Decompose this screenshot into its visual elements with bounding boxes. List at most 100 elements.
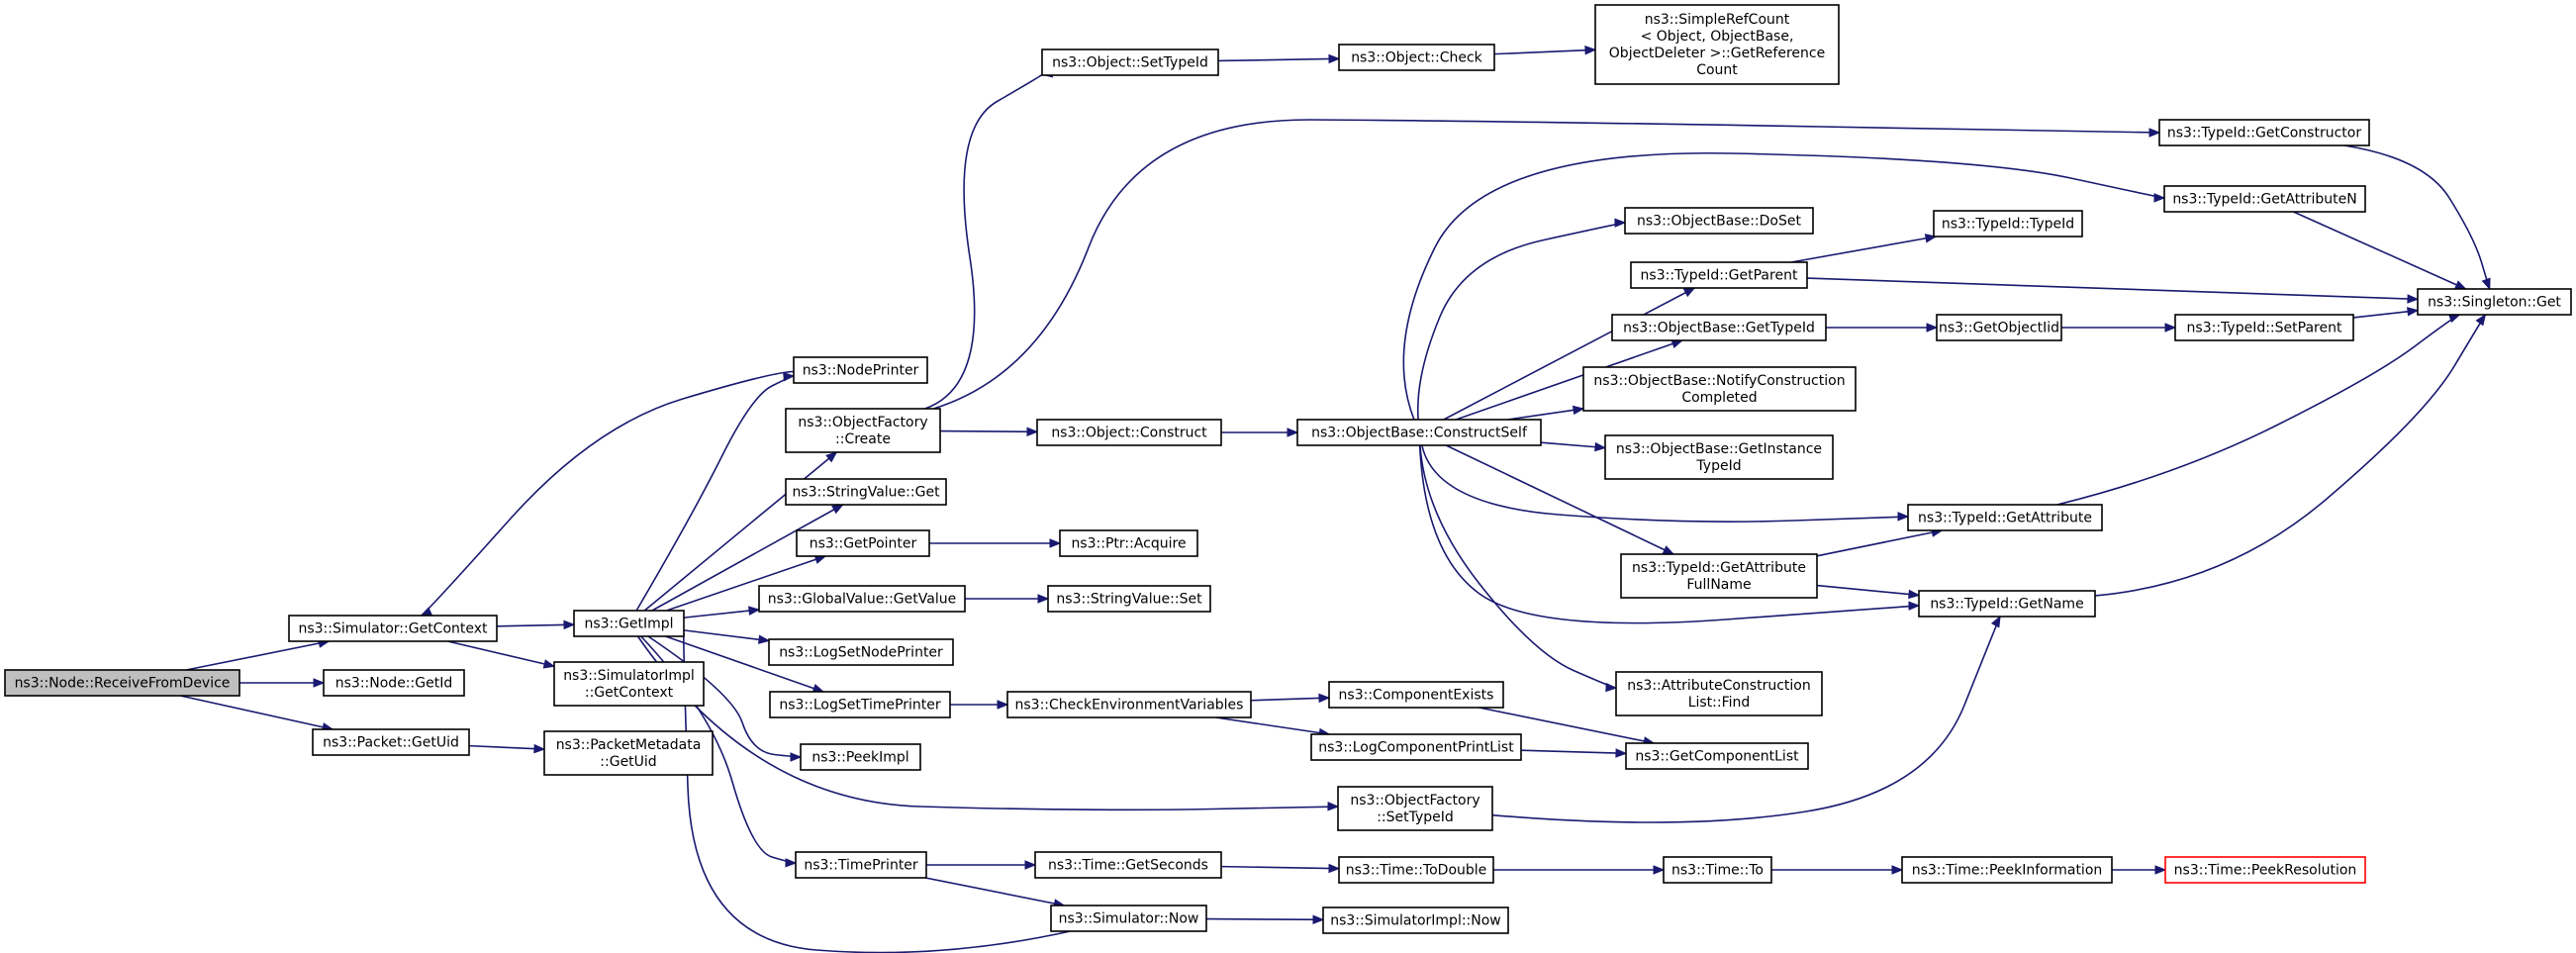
node-peekinfo[interactable]: ns3::Time::PeekInformation — [1901, 856, 2113, 884]
node-box[interactable] — [1604, 434, 1834, 480]
node-box[interactable] — [2174, 314, 2354, 341]
node-getobjectiid[interactable]: ns3::GetObjectIid — [1936, 314, 2062, 341]
node-simctx[interactable]: ns3::Simulator::GetContext — [288, 615, 498, 642]
node-box[interactable] — [1338, 856, 1494, 884]
node-box[interactable] — [1611, 314, 1827, 341]
node-box[interactable] — [793, 356, 928, 384]
node-getparent[interactable]: ns3::TypeId::GetParent — [1630, 261, 1808, 289]
node-receive[interactable]: ns3::Node::ReceiveFromDevice — [4, 669, 240, 697]
node-box[interactable] — [1041, 48, 1219, 76]
node-box[interactable] — [1630, 261, 1808, 289]
node-compexists[interactable]: ns3::ComponentExists — [1328, 681, 1504, 709]
node-box[interactable] — [2164, 856, 2366, 884]
node-box[interactable] — [769, 691, 951, 718]
node-box[interactable] — [1582, 366, 1857, 412]
node-box[interactable] — [1050, 905, 1207, 932]
node-constructself[interactable]: ns3::ObjectBase::ConstructSelf — [1296, 419, 1542, 446]
node-getimpl[interactable]: ns3::GetImpl — [573, 610, 685, 637]
node-box[interactable] — [1059, 529, 1198, 557]
node-box[interactable] — [2158, 119, 2370, 146]
node-box[interactable] — [543, 730, 714, 776]
node-box[interactable] — [1034, 851, 1222, 879]
node-simimplctx[interactable]: ns3::SimulatorImpl::GetContext — [553, 661, 705, 707]
node-nodeprinter[interactable]: ns3::NodePrinter — [793, 356, 928, 384]
node-box[interactable] — [1310, 733, 1522, 761]
node-objcheck[interactable]: ns3::Object::Check — [1338, 44, 1495, 71]
node-singletonget[interactable]: ns3::Singleton::Get — [2417, 288, 2572, 316]
node-strvalset[interactable]: ns3::StringValue::Set — [1047, 585, 1211, 613]
node-getpointer[interactable]: ns3::GetPointer — [796, 529, 930, 557]
node-objfactcreate[interactable]: ns3::ObjectFactory::Create — [785, 408, 941, 453]
node-box[interactable] — [1322, 906, 1509, 934]
node-nodeid[interactable]: ns3::Node::GetId — [323, 669, 465, 697]
node-logsettime[interactable]: ns3::LogSetTimePrinter — [769, 691, 951, 718]
node-logcompprint[interactable]: ns3::LogComponentPrintList — [1310, 733, 1522, 761]
node-box[interactable] — [1907, 504, 2103, 531]
node-pktmeta[interactable]: ns3::PacketMetadata::GetUid — [543, 730, 714, 776]
node-getname[interactable]: ns3::TypeId::GetName — [1918, 590, 2096, 618]
node-box[interactable] — [1933, 210, 2083, 238]
node-box[interactable] — [768, 638, 954, 666]
node-objfactset[interactable]: ns3::ObjectFactory::SetTypeId — [1337, 786, 1493, 831]
node-box[interactable] — [1918, 590, 2096, 618]
node-box[interactable] — [1624, 207, 1814, 235]
node-box[interactable] — [1338, 44, 1495, 71]
node-box[interactable] — [2417, 288, 2572, 316]
node-getattribute[interactable]: ns3::TypeId::GetAttribute — [1907, 504, 2103, 531]
node-box[interactable] — [4, 669, 240, 697]
node-box[interactable] — [795, 851, 927, 879]
node-doset[interactable]: ns3::ObjectBase::DoSet — [1624, 207, 1814, 235]
node-box[interactable] — [1663, 856, 1772, 884]
node-simplerefcount[interactable]: ns3::SimpleRefCount< Object, ObjectBase,… — [1594, 4, 1840, 85]
node-globalval[interactable]: ns3::GlobalValue::GetValue — [758, 585, 966, 613]
node-timeto[interactable]: ns3::Time::To — [1663, 856, 1772, 884]
node-box[interactable] — [796, 529, 930, 557]
node-box[interactable] — [1296, 419, 1542, 446]
node-box[interactable] — [288, 615, 498, 642]
node-obgettypeid[interactable]: ns3::ObjectBase::GetTypeId — [1611, 314, 1827, 341]
node-setTypeId[interactable]: ns3::Object::SetTypeId — [1041, 48, 1219, 76]
node-box[interactable] — [1936, 314, 2062, 341]
node-logsetnode[interactable]: ns3::LogSetNodePrinter — [768, 638, 954, 666]
node-box[interactable] — [1006, 691, 1252, 718]
node-box[interactable] — [785, 478, 947, 506]
node-box[interactable] — [323, 669, 465, 697]
node-timeprinter[interactable]: ns3::TimePrinter — [795, 851, 927, 879]
node-box[interactable] — [758, 585, 966, 613]
node-simnow[interactable]: ns3::Simulator::Now — [1050, 905, 1207, 932]
node-strvalget[interactable]: ns3::StringValue::Get — [785, 478, 947, 506]
node-objconstruct[interactable]: ns3::Object::Construct — [1036, 419, 1222, 446]
node-box[interactable] — [2163, 185, 2366, 213]
node-box[interactable] — [312, 728, 470, 756]
node-box[interactable] — [800, 743, 921, 771]
node-box[interactable] — [1625, 742, 1809, 770]
node-ptracquire[interactable]: ns3::Ptr::Acquire — [1059, 529, 1198, 557]
node-pktuid[interactable]: ns3::Packet::GetUid — [312, 728, 470, 756]
node-box[interactable] — [573, 610, 685, 637]
node-box[interactable] — [553, 661, 705, 707]
node-simimplnow[interactable]: ns3::SimulatorImpl::Now — [1322, 906, 1509, 934]
node-getattributen[interactable]: ns3::TypeId::GetAttributeN — [2163, 185, 2366, 213]
node-box[interactable] — [1047, 585, 1211, 613]
node-checkenv[interactable]: ns3::CheckEnvironmentVariables — [1006, 691, 1252, 718]
node-box[interactable] — [1901, 856, 2113, 884]
node-box[interactable] — [1036, 419, 1222, 446]
node-box[interactable] — [1620, 553, 1818, 599]
node-box[interactable] — [785, 408, 941, 453]
node-box[interactable] — [1615, 671, 1823, 716]
node-setparent[interactable]: ns3::TypeId::SetParent — [2174, 314, 2354, 341]
node-getconstructor[interactable]: ns3::TypeId::GetConstructor — [2158, 119, 2370, 146]
node-notifyconstr[interactable]: ns3::ObjectBase::NotifyConstructionCompl… — [1582, 366, 1857, 412]
node-box[interactable] — [1328, 681, 1504, 709]
node-getcomplist[interactable]: ns3::GetComponentList — [1625, 742, 1809, 770]
node-timetodouble[interactable]: ns3::Time::ToDouble — [1338, 856, 1494, 884]
node-box[interactable] — [1337, 786, 1493, 831]
node-peekres[interactable]: ns3::Time::PeekResolution — [2164, 856, 2366, 884]
node-peekimpl[interactable]: ns3::PeekImpl — [800, 743, 921, 771]
node-timegetsec[interactable]: ns3::Time::GetSeconds — [1034, 851, 1222, 879]
node-typeidtypeid[interactable]: ns3::TypeId::TypeId — [1933, 210, 2083, 238]
node-box[interactable] — [1594, 4, 1840, 85]
